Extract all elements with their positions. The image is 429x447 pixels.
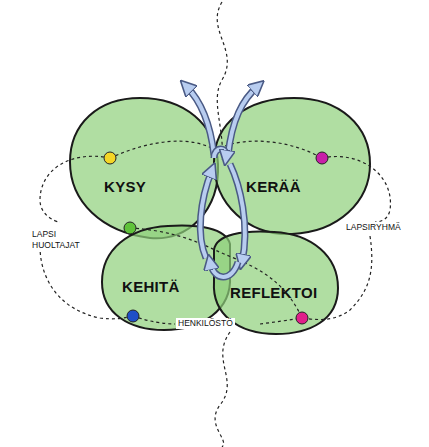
wing-title: KERÄÄ	[246, 178, 301, 195]
cycle-arrow	[214, 149, 226, 158]
cycle-arrow	[230, 164, 245, 262]
group-label: LAPSIRYHMÄ	[344, 222, 403, 233]
wing-title: KEHITÄ	[122, 278, 180, 295]
group-label: LAPSI HUOLTAJAT	[30, 229, 86, 250]
antenna-arrows	[186, 86, 258, 155]
color-dots	[104, 152, 328, 324]
wing-title: KYSY	[104, 178, 146, 195]
cycle-arrow	[210, 262, 238, 277]
group-label: HENKILÖSTÖ	[176, 318, 235, 329]
dashed-path	[40, 2, 390, 447]
wing-title: REFLEKTOI	[230, 284, 317, 301]
cycle-arrow	[200, 170, 212, 258]
